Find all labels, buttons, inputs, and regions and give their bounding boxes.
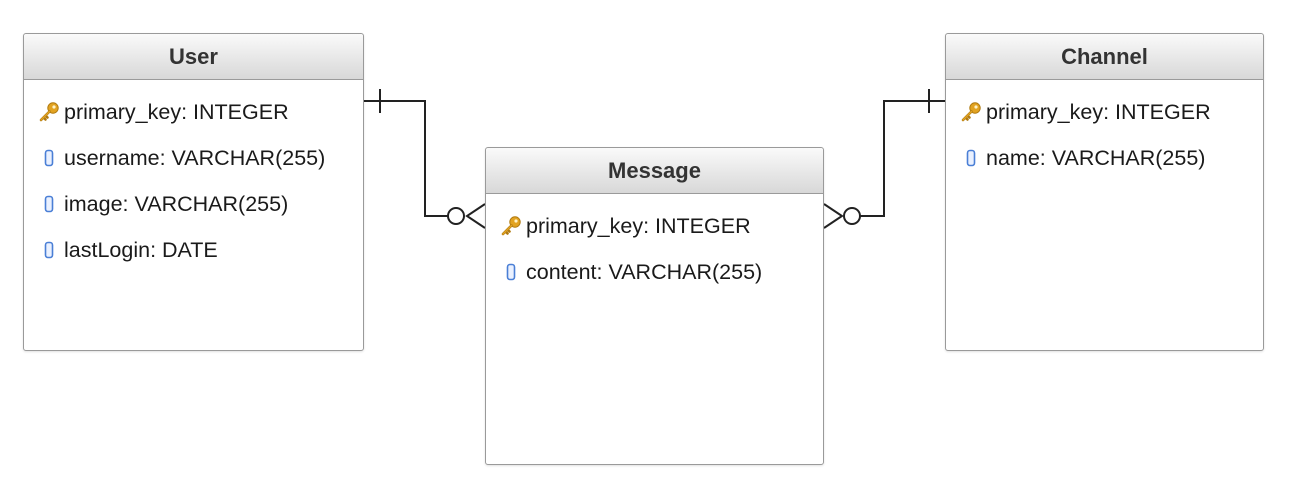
attribute-label: primary_key: INTEGER: [64, 99, 289, 124]
attribute-row[interactable]: content: VARCHAR(255): [486, 249, 823, 295]
field-icon: [498, 259, 524, 285]
attribute-row[interactable]: name: VARCHAR(255): [946, 135, 1263, 181]
attribute-label: primary_key: INTEGER: [986, 99, 1211, 124]
attribute-label: lastLogin: DATE: [64, 237, 218, 262]
attribute-row[interactable]: lastLogin: DATE: [24, 227, 363, 273]
field-icon: [36, 145, 62, 171]
attribute-label: image: VARCHAR(255): [64, 191, 289, 216]
many-marker: [465, 203, 486, 229]
attribute-row[interactable]: primary_key: INTEGER: [486, 203, 823, 249]
channel-message-relationship: [823, 89, 945, 229]
zero-marker: [843, 207, 861, 225]
entity-user[interactable]: User primary_key: INTEGER username: VARC…: [23, 33, 364, 351]
attribute-row[interactable]: image: VARCHAR(255): [24, 181, 363, 227]
field-icon: [958, 145, 984, 171]
attribute-label: username: VARCHAR(255): [64, 145, 326, 170]
key-icon: [36, 99, 62, 125]
user-message-relationship: [364, 89, 486, 229]
entity-title: Message: [486, 148, 823, 194]
attribute-label: name: VARCHAR(255): [986, 145, 1206, 170]
attribute-row[interactable]: primary_key: INTEGER: [24, 89, 363, 135]
zero-marker: [447, 207, 465, 225]
entity-channel[interactable]: Channel primary_key: INTEGER name: VARCH…: [945, 33, 1264, 351]
entity-title: User: [24, 34, 363, 80]
entity-message[interactable]: Message primary_key: INTEGER content: VA…: [485, 147, 824, 465]
key-icon: [958, 99, 984, 125]
entity-title: Channel: [946, 34, 1263, 80]
field-icon: [36, 237, 62, 263]
many-marker: [823, 203, 844, 229]
attribute-label: primary_key: INTEGER: [526, 213, 751, 238]
attribute-row[interactable]: username: VARCHAR(255): [24, 135, 363, 181]
attribute-label: content: VARCHAR(255): [526, 259, 763, 284]
attribute-row[interactable]: primary_key: INTEGER: [946, 89, 1263, 135]
field-icon: [36, 191, 62, 217]
key-icon: [498, 213, 524, 239]
